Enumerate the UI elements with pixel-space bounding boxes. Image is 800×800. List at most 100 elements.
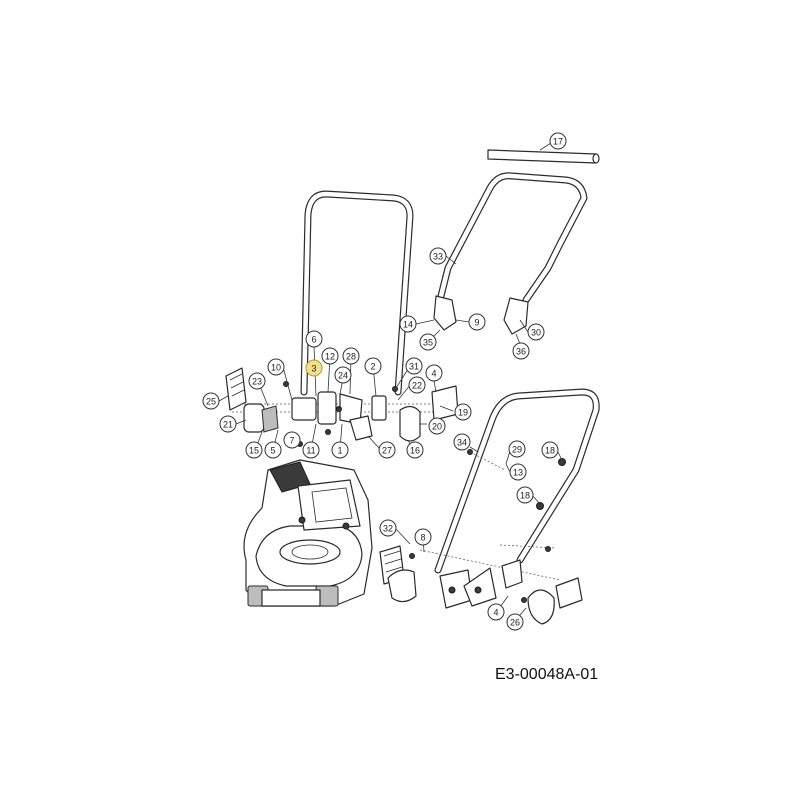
callout-18: 18: [516, 486, 534, 504]
callout-label: 18: [545, 446, 555, 456]
callout-16: 16: [406, 441, 424, 459]
callout-circle: [302, 441, 320, 459]
callout-label: 32: [383, 524, 393, 534]
callout-36: 36: [512, 342, 530, 360]
right-height-adjuster: [349, 385, 459, 442]
callout-label: 30: [531, 328, 541, 338]
callout-label: 18: [520, 491, 530, 501]
callout-18: 18: [541, 441, 559, 459]
callout-29: 29: [508, 440, 526, 458]
callout-circle: [283, 431, 301, 449]
callout-label: 11: [306, 446, 315, 456]
callout-label: 31: [409, 362, 419, 372]
callout-circle: [527, 323, 545, 341]
crossbar-assembly: [232, 381, 440, 447]
callout-label: 19: [458, 408, 468, 418]
callout-label: 22: [412, 381, 422, 391]
callout-label: 6: [311, 335, 316, 345]
callout-label: 12: [325, 352, 335, 362]
callout-21: 21: [219, 415, 237, 433]
callout-label: 8: [420, 533, 425, 543]
callout-31: 31: [405, 357, 423, 375]
handle-grip-tube: [487, 149, 600, 164]
callout-circle: [468, 313, 486, 331]
callout-circle: [364, 357, 382, 375]
callout-circle: [331, 441, 349, 459]
callout-circle: [487, 603, 505, 621]
callout-circle: [405, 357, 423, 375]
callout-circle: [378, 441, 396, 459]
callout-circle: [516, 486, 534, 504]
callout-24: 24: [334, 366, 352, 384]
callout-11: 11: [302, 441, 320, 459]
callout-circle: [509, 463, 527, 481]
callout-30: 30: [527, 323, 545, 341]
callout-circle: [264, 441, 282, 459]
callout-4: 4: [487, 603, 505, 621]
callout-label: 3: [311, 364, 316, 374]
callout-label: 1: [337, 446, 342, 456]
callout-circle: [342, 347, 360, 365]
callout-label: 4: [493, 608, 498, 618]
mower-deck: [243, 459, 373, 607]
callout-33: 33: [429, 247, 447, 265]
callout-5: 5: [264, 441, 282, 459]
callout-label: 14: [403, 320, 413, 330]
callout-label: 9: [474, 318, 479, 328]
callout-label: 16: [410, 446, 420, 456]
callout-circle: [419, 333, 437, 351]
callout-25: 25: [202, 392, 220, 410]
callout-circle: [334, 366, 352, 384]
callout-label: 28: [346, 352, 356, 362]
callout-label: 29: [512, 445, 522, 455]
callout-7: 7: [283, 431, 301, 449]
callout-2: 2: [364, 357, 382, 375]
callout-circle: [428, 417, 446, 435]
callout-22: 22: [408, 376, 426, 394]
callout-23: 23: [248, 372, 266, 390]
callout-label: 33: [433, 252, 443, 262]
callout-label: 20: [432, 422, 442, 432]
lower-handle-frame: [300, 190, 414, 396]
lower-right-wheel-assembly: [379, 545, 583, 625]
callout-label: 23: [252, 377, 262, 387]
callout-circle: [267, 358, 285, 376]
drawing-code: E3-00048A-01: [495, 666, 599, 683]
callout-label: 4: [431, 369, 436, 379]
callout-label: 13: [513, 468, 523, 478]
callout-28: 28: [342, 347, 360, 365]
callout-12: 12: [321, 347, 339, 365]
callout-label: 21: [223, 420, 233, 430]
callout-label: 2: [370, 362, 375, 372]
callout-circle: [321, 347, 339, 365]
upper-handle-frame: [433, 172, 588, 335]
callout-circle: [453, 433, 471, 451]
callout-35: 35: [419, 333, 437, 351]
callout-label: 24: [338, 371, 348, 381]
callout-circle: [245, 441, 263, 459]
assembled-handle: [419, 388, 600, 581]
callout-circle: [414, 528, 432, 546]
callout-circle: [541, 441, 559, 459]
callout-15: 15: [245, 441, 263, 459]
callout-circle: [549, 132, 567, 150]
callout-27: 27: [378, 441, 396, 459]
callout-circle: [429, 247, 447, 265]
callout-19: 19: [454, 403, 472, 421]
callout-14: 14: [399, 315, 417, 333]
callout-circle: [305, 359, 323, 377]
callout-circle: [202, 392, 220, 410]
callout-label: 34: [457, 438, 467, 448]
callout-circle: [379, 519, 397, 537]
callout-circle: [305, 330, 323, 348]
callout-circle: [219, 415, 237, 433]
left-height-adjuster: [225, 367, 279, 433]
callout-32: 32: [379, 519, 397, 537]
callout-circle: [248, 372, 266, 390]
callout-circle: [408, 376, 426, 394]
callout-circle: [506, 613, 524, 631]
callout-label: 25: [206, 397, 216, 407]
callout-label: 10: [271, 363, 281, 373]
